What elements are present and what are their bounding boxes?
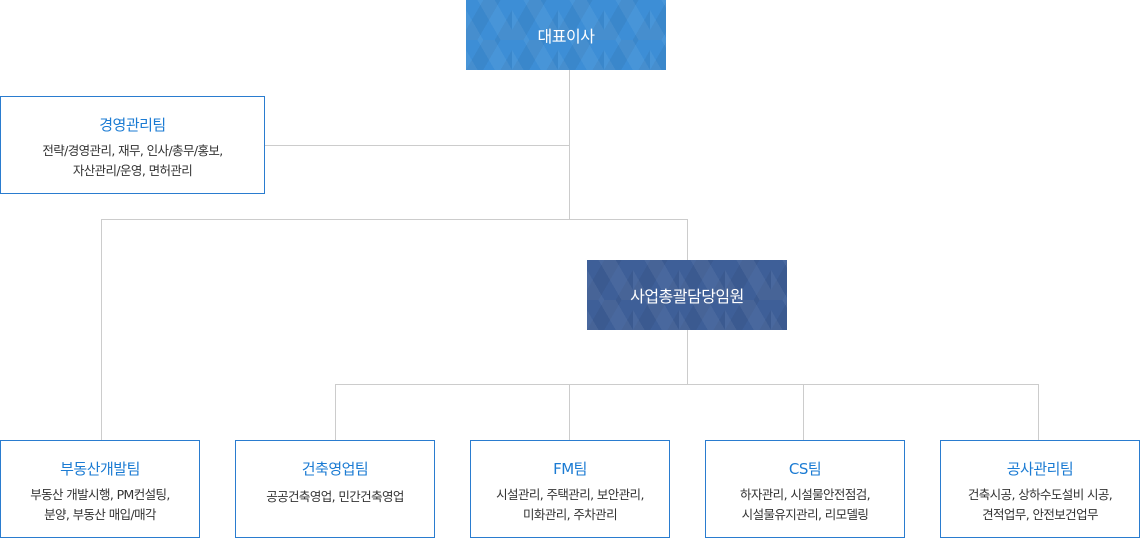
connector-line xyxy=(101,219,688,220)
exec-box: 사업총괄담당임원 xyxy=(587,260,787,330)
connector-line xyxy=(1038,384,1039,440)
ceo-label: 대표이사 xyxy=(537,27,595,46)
exec-label: 사업총괄담당임원 xyxy=(630,287,744,306)
ceo-box: 대표이사 xyxy=(466,0,666,70)
management-team-box: 경영관리팀 전략/경영관리, 재무, 인사/총무/홍보, 자산관리/운영, 면허… xyxy=(0,96,265,194)
connector-line xyxy=(803,384,804,440)
team-box-construction-mgmt: 공사관리팀 건축시공, 상하수도설비 시공, 견적업무, 안전보건업무 xyxy=(940,440,1140,538)
team-box-construction-sales: 건축영업팀 공공건축영업, 민간건축영업 xyxy=(235,440,435,538)
team-name: 공사관리팀 xyxy=(1006,460,1074,478)
connector-line xyxy=(687,330,688,384)
team-desc: 전략/경영관리, 재무, 인사/총무/홍보, 자산관리/운영, 면허관리 xyxy=(42,143,223,178)
connector-line xyxy=(687,219,688,260)
team-box-cs: CS팀 하자관리, 시설물안전점검, 시설물유지관리, 리모델링 xyxy=(705,440,905,538)
connector-line xyxy=(335,384,1039,385)
team-desc: 건축시공, 상하수도설비 시공, 견적업무, 안전보건업무 xyxy=(967,487,1113,522)
team-name: FM팀 xyxy=(553,460,587,478)
team-name: CS팀 xyxy=(788,460,822,478)
connector-line xyxy=(569,384,570,440)
team-box-fm: FM팀 시설관리, 주택관리, 보안관리, 미화관리, 주차관리 xyxy=(470,440,670,538)
team-desc: 하자관리, 시설물안전점검, 시설물유지관리, 리모델링 xyxy=(739,487,871,522)
connector-line xyxy=(265,145,569,146)
connector-line xyxy=(101,219,102,440)
team-desc: 시설관리, 주택관리, 보안관리, 미화관리, 주차관리 xyxy=(496,487,644,522)
connector-line xyxy=(569,70,570,220)
team-name: 건축영업팀 xyxy=(301,460,369,478)
team-desc: 부동산 개발시행, PM컨설팅, 분양, 부동산 매입/매각 xyxy=(30,487,170,522)
connector-line xyxy=(335,384,336,440)
team-name: 부동산개발팀 xyxy=(60,460,140,478)
team-box-real-estate: 부동산개발팀 부동산 개발시행, PM컨설팅, 분양, 부동산 매입/매각 xyxy=(0,440,200,538)
team-name: 경영관리팀 xyxy=(99,116,166,134)
team-desc: 공공건축영업, 민간건축영업 xyxy=(266,489,404,504)
